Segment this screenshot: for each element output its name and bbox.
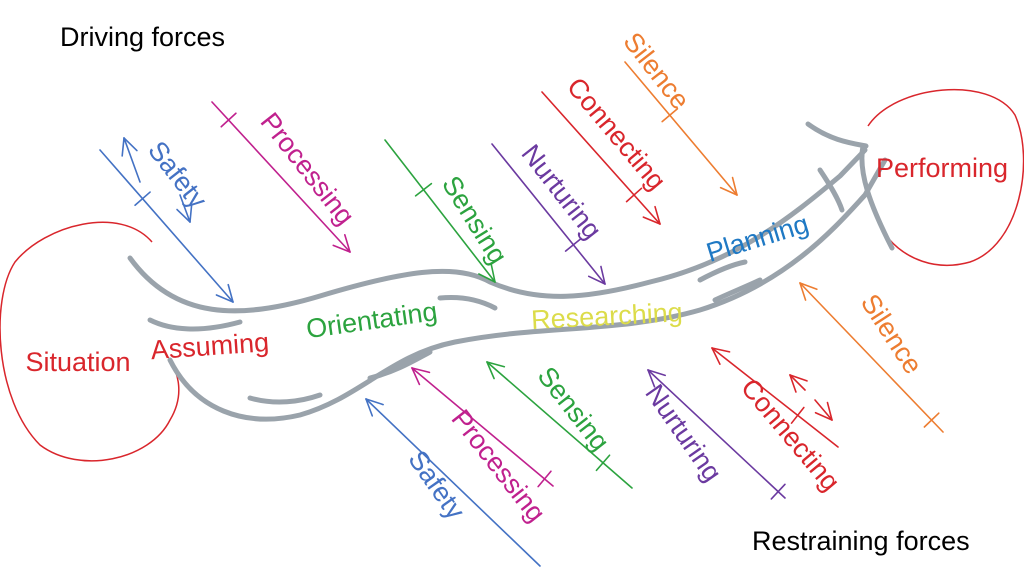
restraining-force-nurturing-arrow [647, 369, 786, 500]
restraining-force-nurturing-arrow-line [647, 369, 786, 499]
driving-force-processing-arrow-arrowhead-1 [332, 244, 351, 253]
connecting-small-arrow-up-arrowhead-1 [789, 374, 808, 382]
driving-force-safety-arrow-tick [134, 191, 151, 207]
driving-forces-title: Driving forces [60, 22, 226, 52]
connecting-small-arrow-up-line [789, 374, 806, 391]
driving-force-sensing-arrow-arrowhead-1 [478, 273, 496, 283]
performing-label: Performing [876, 153, 1008, 183]
restraining-force-silence-label: Silence [855, 289, 928, 380]
restraining-force-connecting-label: Connecting [735, 373, 846, 497]
driving-force-nurturing-arrow-tick [564, 237, 582, 252]
driving-force-connecting-arrow-tick [625, 187, 643, 203]
restraining-force-silence-arrow [799, 282, 944, 433]
driving-force-connecting-arrow-line [541, 91, 661, 225]
driving-force-nurturing-arrow-arrowhead-2 [600, 265, 606, 285]
safety-small-arrow-up-line [123, 137, 141, 183]
driving-force-sensing-arrow-arrowhead-2 [490, 263, 496, 283]
connecting-small-arrow-up-arrowhead-2 [789, 374, 797, 393]
restraining-force-connecting-arrow-tick [790, 406, 805, 424]
driving-force-processing-arrow-arrowhead-2 [343, 233, 351, 253]
driving-force-silence-arrow [624, 61, 738, 196]
driving-force-connecting-arrow [541, 91, 661, 225]
restraining-force-sensing-arrow-tick [595, 454, 611, 472]
driving-force-silence-label: Silence [617, 27, 695, 115]
driving-force-safety-arrow-arrowhead-2 [227, 283, 234, 303]
safety-small-arrow-up-arrowhead-2 [121, 137, 125, 157]
connecting-small-arrow-down [814, 399, 833, 421]
driving-force-processing-arrow [211, 101, 351, 253]
driving-force-safety-arrow-line [99, 149, 234, 303]
restraining-force-sensing-arrow-arrowhead-2 [486, 361, 495, 380]
connecting-small-arrow-down-arrowhead-2 [826, 401, 833, 421]
safety-small-arrow-up-arrowhead-1 [123, 137, 138, 152]
situation-loop [0, 221, 180, 462]
driving-force-safety-arrow-arrowhead-1 [215, 294, 234, 303]
restraining-force-silence-arrow-arrowhead-2 [799, 282, 807, 301]
driving-force-safety-label: Safety [142, 135, 213, 214]
restraining-forces-title: Restraining forces [752, 526, 970, 556]
situation-label: Situation [25, 347, 130, 377]
driving-force-sensing-arrow-tick [414, 182, 433, 197]
restraining-force-connecting-arrow-arrowhead-2 [711, 347, 721, 365]
stage-assuming-label: Assuming [150, 327, 270, 365]
safety-small-arrow-down [176, 194, 193, 223]
restraining-force-safety-arrow-arrowhead-2 [365, 398, 374, 417]
restraining-force-processing-arrow [411, 367, 554, 488]
restraining-force-processing-arrow-tick [537, 470, 552, 488]
driving-force-silence-arrow-arrowhead-1 [719, 186, 738, 196]
driving-force-sensing-arrow [384, 139, 496, 283]
safety-small-arrow-down-arrowhead-1 [176, 208, 191, 223]
restraining-force-sensing-arrow-line [486, 361, 633, 489]
restraining-force-sensing-label: Sensing [532, 361, 616, 456]
restraining-force-processing-arrow-arrowhead-2 [411, 367, 421, 386]
driving-force-processing-label: Processing [255, 107, 361, 231]
driving-force-nurturing-arrow-arrowhead-1 [587, 275, 606, 285]
safety-small-arrow-down-arrowhead-2 [189, 203, 193, 223]
restraining-force-safety-arrow [365, 398, 541, 567]
restraining-force-silence-arrow-arrowhead-1 [799, 282, 818, 291]
driving-force-silence-arrow-arrowhead-2 [731, 176, 738, 196]
restraining-force-sensing-arrow-arrowhead-1 [486, 361, 506, 368]
connecting-small-arrow-up [789, 374, 808, 393]
driving-force-processing-arrow-line [211, 101, 351, 253]
driving-force-nurturing-arrow [491, 143, 606, 285]
driving-force-silence-arrow-line [624, 61, 738, 196]
restraining-force-sensing-arrow [486, 361, 633, 489]
driving-force-connecting-arrow-arrowhead-2 [654, 205, 661, 225]
stage-orientating-label: Orientating [304, 296, 439, 344]
connecting-small-arrow-down-arrowhead-1 [814, 411, 833, 421]
restraining-force-nurturing-arrow-arrowhead-1 [647, 369, 666, 377]
connecting-small-arrow-down-line [814, 399, 833, 421]
driving-force-silence-arrow-tick [661, 107, 679, 123]
restraining-force-nurturing-arrow-arrowhead-2 [647, 369, 656, 388]
driving-force-safety-arrow [99, 149, 234, 303]
restraining-force-connecting-arrow-line [711, 347, 839, 448]
restraining-force-connecting-arrow-arrowhead-1 [711, 347, 731, 353]
restraining-force-nurturing-arrow-tick [770, 483, 786, 500]
performing-loop [867, 88, 1024, 267]
river-path [127, 121, 895, 422]
driving-force-connecting-arrow-arrowhead-1 [642, 216, 661, 225]
safety-small-arrow-up [121, 137, 141, 183]
restraining-force-safety-label: Safety [402, 445, 471, 525]
driving-force-processing-arrow-tick [220, 112, 237, 128]
restraining-force-silence-arrow-line [799, 282, 944, 433]
driving-force-sensing-arrow-line [384, 139, 496, 283]
restraining-force-processing-arrow-arrowhead-1 [411, 367, 431, 374]
safety-small-arrow-down-line [179, 194, 191, 223]
stage-researching-label: Researching [530, 297, 683, 335]
restraining-force-connecting-arrow [711, 347, 839, 448]
restraining-force-safety-arrow-line [365, 398, 541, 567]
driving-force-nurturing-arrow-line [491, 143, 606, 285]
restraining-force-silence-arrow-tick [923, 412, 940, 428]
restraining-force-safety-arrow-arrowhead-1 [365, 398, 384, 406]
restraining-force-processing-arrow-line [411, 367, 554, 487]
